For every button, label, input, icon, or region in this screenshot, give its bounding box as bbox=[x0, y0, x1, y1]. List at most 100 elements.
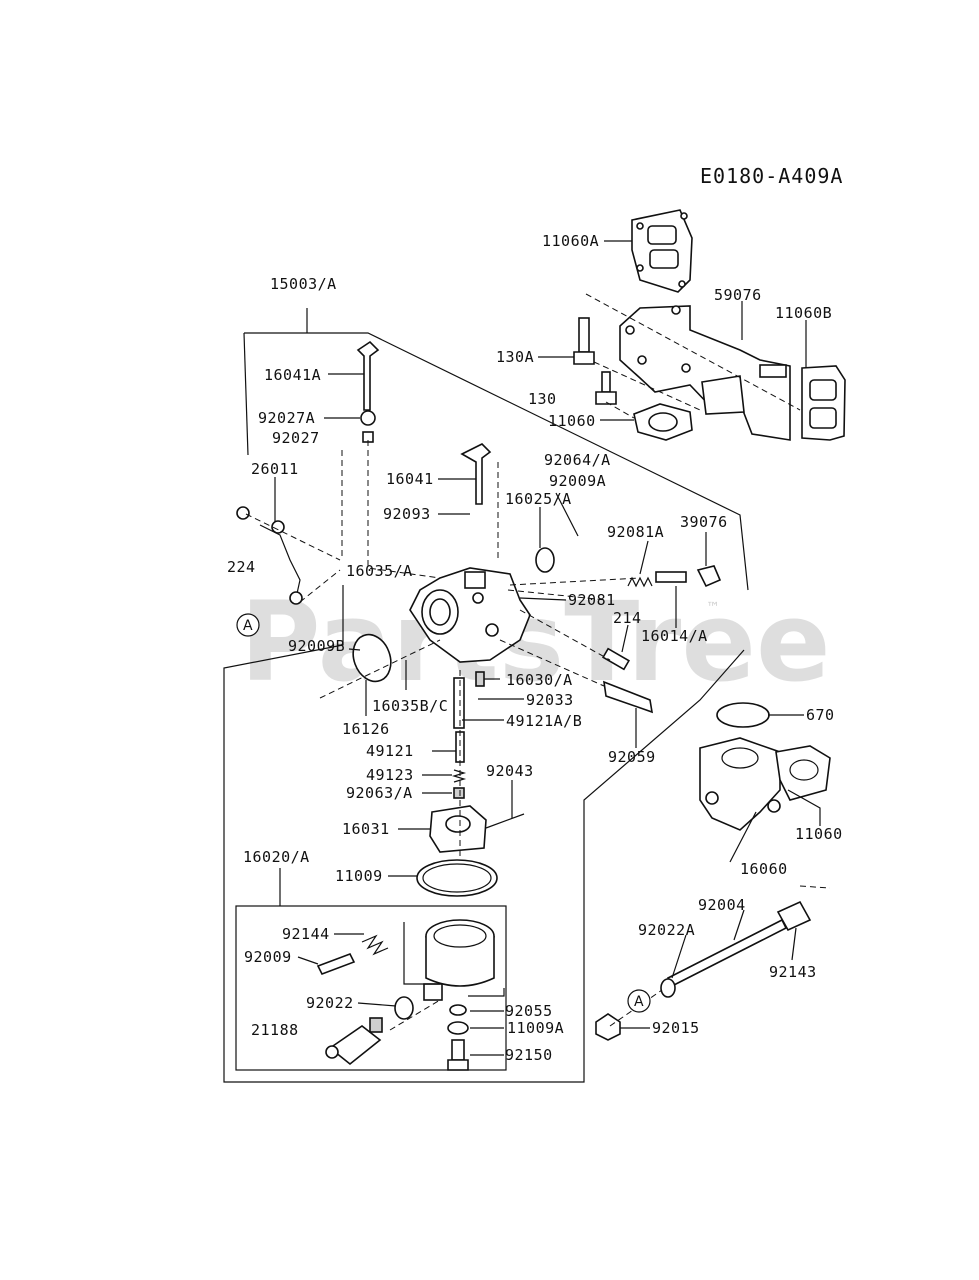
label-16126: 16126 bbox=[342, 720, 390, 738]
label-21188: 21188 bbox=[251, 1021, 299, 1039]
label-16035bc: 16035B/C bbox=[372, 697, 448, 715]
pin-92043 bbox=[485, 813, 525, 829]
solenoid-21188 bbox=[325, 1017, 383, 1066]
label-26011: 26011 bbox=[251, 460, 299, 478]
label-130: 130 bbox=[528, 390, 557, 408]
label-16060: 16060 bbox=[740, 860, 788, 878]
label-92081: 92081 bbox=[568, 591, 616, 609]
bolt-92150 bbox=[447, 1039, 469, 1071]
shaft-16041 bbox=[460, 443, 492, 505]
bolt-130 bbox=[595, 371, 617, 405]
frame-line-top bbox=[244, 332, 749, 591]
needle-49121ab bbox=[453, 677, 465, 729]
watermark: PartsTree bbox=[240, 578, 831, 706]
label-92143: 92143 bbox=[769, 963, 817, 981]
label-92043: 92043 bbox=[486, 762, 534, 780]
frame-line-main bbox=[223, 585, 745, 1083]
label-92150: 92150 bbox=[505, 1046, 553, 1064]
oring-11009 bbox=[416, 859, 498, 897]
choke-plate-16025a bbox=[535, 547, 555, 573]
carburetor-body bbox=[409, 567, 531, 663]
label-224: 224 bbox=[227, 558, 256, 576]
label-92081a: 92081A bbox=[607, 523, 664, 541]
dash-92004 bbox=[799, 885, 831, 889]
gasket-11060-right bbox=[775, 745, 831, 801]
watermark-trademark: ™ bbox=[706, 600, 720, 616]
dash-92027 bbox=[367, 440, 441, 579]
washer-92055 bbox=[449, 1004, 467, 1016]
frame-box-float-bowl bbox=[235, 905, 507, 1071]
label-16025a: 16025/A bbox=[505, 490, 572, 508]
label-92063a: 92063/A bbox=[346, 784, 413, 802]
gasket-11060a bbox=[631, 209, 693, 293]
washer-11009a bbox=[447, 1021, 469, 1035]
bolt-130a bbox=[573, 317, 595, 365]
dash-130 bbox=[605, 401, 635, 419]
screw-92009 bbox=[316, 952, 356, 976]
screw-92027a bbox=[360, 410, 376, 443]
reference-marker-a-left: A bbox=[236, 613, 260, 637]
label-92144: 92144 bbox=[282, 925, 330, 943]
label-92009a: 92009A bbox=[549, 472, 606, 490]
svg-text:A: A bbox=[243, 618, 253, 634]
label-39076: 39076 bbox=[680, 513, 728, 531]
label-92027: 92027 bbox=[272, 429, 320, 447]
spring-92144 bbox=[361, 934, 389, 956]
screw-214 bbox=[602, 647, 630, 671]
jet-16014a bbox=[655, 571, 687, 583]
label-11009: 11009 bbox=[335, 867, 383, 885]
manifold-59076 bbox=[619, 305, 791, 441]
label-214: 214 bbox=[613, 609, 642, 627]
dash-92009b bbox=[319, 639, 441, 699]
float-bowl-16020a bbox=[423, 919, 495, 1001]
label-11060-top: 11060 bbox=[548, 412, 596, 430]
label-16014a: 16014/A bbox=[641, 627, 708, 645]
label-15003a: 15003/A bbox=[270, 275, 337, 293]
label-92055: 92055 bbox=[505, 1002, 553, 1020]
dash-214 bbox=[519, 609, 611, 661]
label-130a: 130A bbox=[496, 348, 534, 366]
dash-92059 bbox=[499, 639, 605, 687]
label-49121: 49121 bbox=[366, 742, 414, 760]
label-92064a: 92064/A bbox=[544, 451, 611, 469]
dash-92081a bbox=[509, 577, 641, 586]
label-11060-right: 11060 bbox=[795, 825, 843, 843]
elbow-16060 bbox=[699, 737, 781, 831]
nut-92015 bbox=[595, 1013, 621, 1041]
label-670: 670 bbox=[806, 706, 835, 724]
label-16041a: 16041A bbox=[264, 366, 321, 384]
throttle-plate-16126 bbox=[352, 633, 392, 683]
label-92027a: 92027A bbox=[258, 409, 315, 427]
label-92004: 92004 bbox=[698, 896, 746, 914]
sleeve-92143 bbox=[776, 900, 812, 932]
label-92033: 92033 bbox=[526, 691, 574, 709]
dash-manifold bbox=[585, 293, 801, 411]
gasket-11060-top bbox=[633, 403, 693, 441]
float-16031 bbox=[429, 805, 487, 853]
shaft-16041a bbox=[356, 340, 380, 411]
dash-26011 bbox=[245, 513, 341, 561]
needle-49121 bbox=[455, 731, 465, 763]
fitting-39076 bbox=[696, 565, 722, 588]
gasket-11060b bbox=[801, 365, 846, 441]
label-92093: 92093 bbox=[383, 505, 431, 523]
jet-16030a bbox=[475, 671, 485, 687]
svg-text:A: A bbox=[634, 994, 644, 1010]
leader-lines bbox=[274, 240, 821, 1056]
label-92022: 92022 bbox=[306, 994, 354, 1012]
label-16030a: 16030/A bbox=[506, 671, 573, 689]
label-59076: 59076 bbox=[714, 286, 762, 304]
lever-26011 bbox=[236, 506, 303, 605]
label-16020a: 16020/A bbox=[243, 848, 310, 866]
dash-224 bbox=[299, 569, 341, 603]
washer-92022a bbox=[660, 978, 676, 998]
label-92009b: 92009B bbox=[288, 637, 345, 655]
label-11009a: 11009A bbox=[507, 1019, 564, 1037]
label-16035a: 16035/A bbox=[346, 562, 413, 580]
label-49123: 49123 bbox=[366, 766, 414, 784]
dash-92081 bbox=[507, 589, 607, 601]
spring-49123 bbox=[451, 769, 467, 783]
oring-670 bbox=[716, 702, 770, 728]
label-49121ab: 49121A/B bbox=[506, 712, 582, 730]
